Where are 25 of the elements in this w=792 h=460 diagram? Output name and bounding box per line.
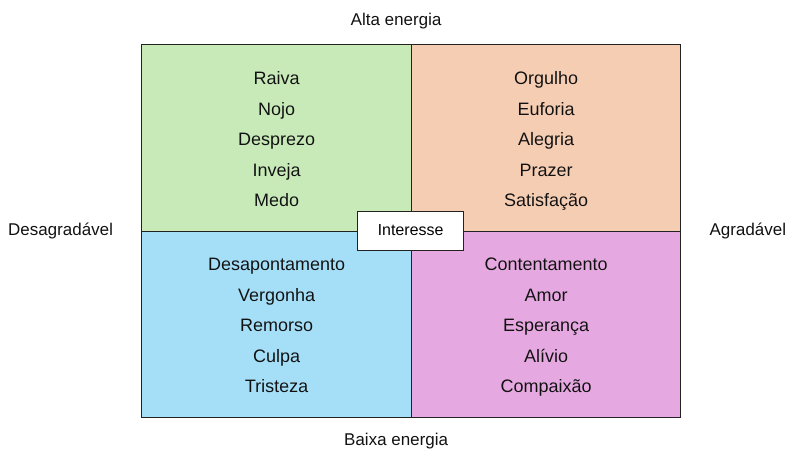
emotion-word: Medo: [254, 189, 300, 212]
axis-label: Baixa energia: [344, 430, 448, 450]
axis-label: Agradável: [709, 220, 786, 240]
emotion-word: Euforia: [517, 98, 575, 120]
emotion-word: Contentamento: [484, 253, 608, 276]
emotion-word: Tristeza: [244, 375, 308, 398]
center-label-box: Interesse: [357, 211, 464, 251]
emotion-word: Compaixão: [500, 375, 592, 398]
emotion-word: Esperança: [502, 314, 590, 337]
emotion-word: Prazer: [519, 158, 572, 182]
emotion-word: Inveja: [252, 158, 301, 182]
emotion-word: Desprezo: [238, 128, 316, 151]
emotion-word: Vergonha: [238, 284, 316, 307]
emotion-word: Orgulho: [514, 67, 578, 90]
emotion-word: Desapontamento: [208, 253, 346, 276]
emotion-word: Satisfação: [504, 189, 588, 212]
emotion-word: Alegria: [518, 128, 574, 151]
axis-label: Alta energia: [350, 10, 442, 30]
emotion-word: Nojo: [258, 98, 296, 121]
axis-label: Desagradável: [8, 220, 113, 240]
emotion-word: Raiva: [253, 67, 300, 90]
emotion-word: Remorso: [240, 314, 314, 337]
emotion-word: Culpa: [252, 344, 300, 368]
emotion-word: Amor: [524, 284, 568, 306]
emotion-word: Alívio: [524, 344, 568, 368]
